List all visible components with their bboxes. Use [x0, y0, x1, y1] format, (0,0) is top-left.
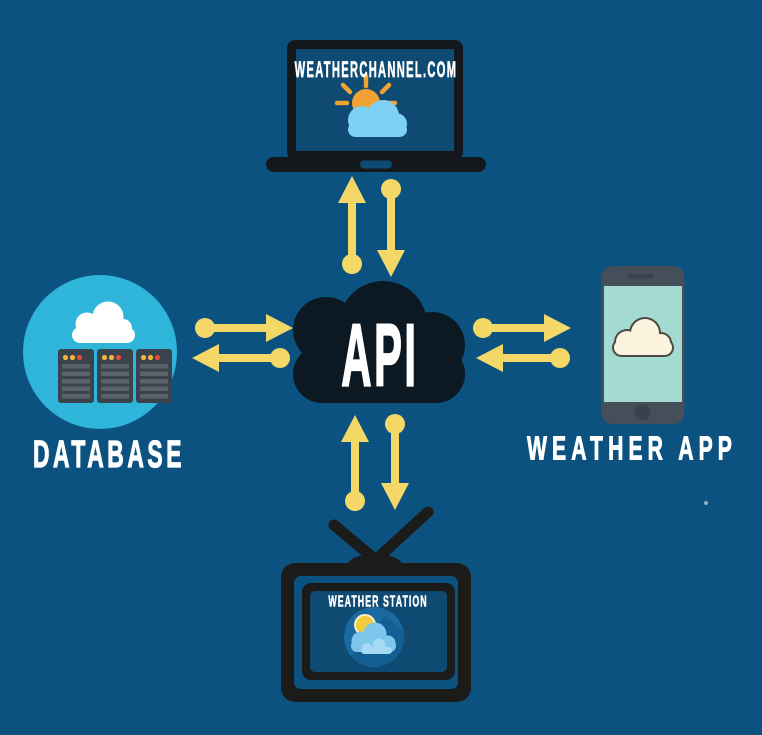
api-hub-label: API	[341, 306, 419, 405]
down-arrow-icon	[381, 414, 409, 510]
server-stripes	[62, 364, 168, 399]
cloud-icon	[348, 100, 407, 137]
phone-cloud-icon	[614, 319, 672, 355]
server-lights-red	[76, 354, 161, 361]
up-arrow-icon	[341, 415, 369, 511]
stray-dot	[704, 501, 708, 505]
weather-station-label: WEATHER STATION	[328, 593, 428, 611]
database-label: DATABASE	[32, 434, 186, 476]
api-cloud-icon	[293, 281, 465, 403]
database-cloud-icon	[72, 301, 135, 343]
server-lights-orange	[62, 354, 154, 361]
smartphone-icon	[601, 266, 685, 424]
phone-home-button	[634, 404, 651, 420]
connection-arrows	[192, 176, 571, 511]
left-arrow-icon	[476, 344, 570, 372]
tv-icon	[281, 506, 471, 702]
badge-cloud-highlight	[361, 638, 392, 654]
website-label: WEATHERCHANNEL.COM	[294, 57, 458, 83]
down-arrow-icon	[377, 179, 405, 277]
right-arrow-icon	[473, 314, 571, 342]
up-arrow-icon	[338, 176, 366, 274]
left-arrow-icon	[192, 344, 290, 372]
laptop-notch	[360, 160, 392, 169]
phone-speaker	[628, 274, 654, 279]
weather-badge-icon	[344, 607, 404, 667]
weather-app-label: WEATHER APP	[526, 429, 738, 467]
right-arrow-icon	[195, 314, 293, 342]
database-servers-icon	[23, 275, 177, 429]
